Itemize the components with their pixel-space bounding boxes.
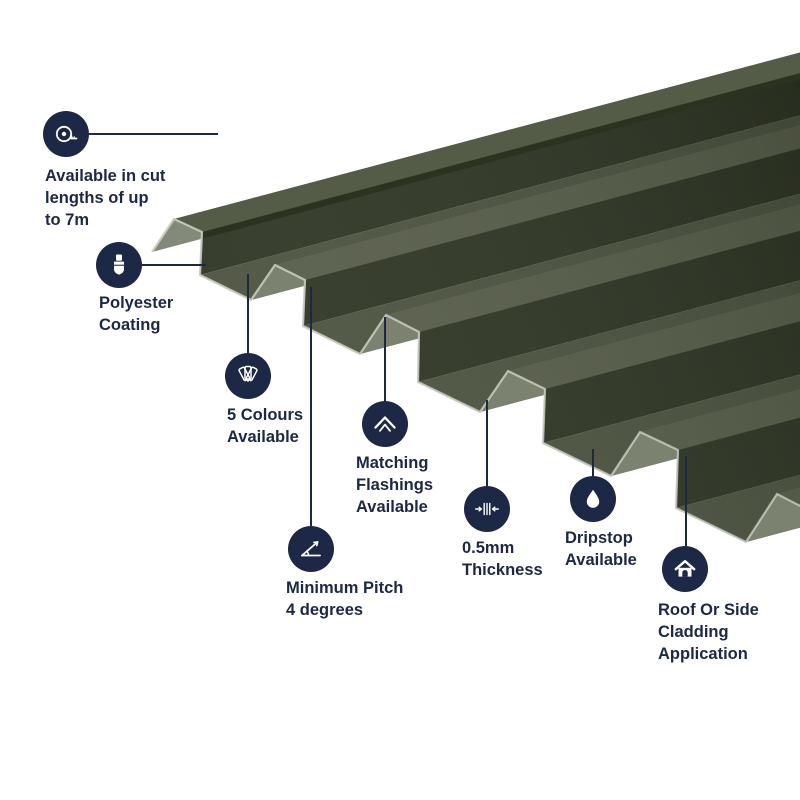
callout-label: Roof Or Side Cladding Application [658, 601, 759, 663]
colour-swatches-icon [238, 365, 258, 382]
callout-badge [570, 476, 616, 522]
callout-leader-line [486, 400, 488, 486]
callout-leader-line [247, 274, 249, 353]
droplet-icon [586, 489, 600, 508]
callout-label: Polyester Coating [99, 294, 174, 334]
callout-label: Matching Flashings Available [356, 454, 434, 516]
tape-measure-icon [55, 125, 78, 143]
flashing-icon [374, 416, 396, 432]
callout-label: Available in cut lengths of up to 7m [45, 167, 166, 229]
pitch-angle-icon [301, 541, 321, 557]
callout-label: 5 Colours Available [227, 406, 304, 446]
callout-leader-line [685, 456, 687, 546]
callout-label: 0.5mm Thickness [462, 539, 543, 579]
callout-badge [662, 546, 708, 592]
callout-leader-line [592, 449, 594, 476]
callout-badge [288, 526, 334, 572]
callout-badge [96, 242, 142, 288]
callout-badge [464, 486, 510, 532]
thickness-icon [475, 502, 499, 516]
callout-badge [225, 353, 271, 399]
house-icon [674, 560, 696, 577]
callout-leader-line [89, 133, 218, 135]
paintbrush-icon [114, 254, 124, 275]
callout-leader-line [310, 287, 312, 526]
callout-leader-line [142, 264, 206, 266]
callout-badge [362, 401, 408, 447]
callout-label: Minimum Pitch 4 degrees [286, 579, 404, 619]
callout-leader-line [384, 317, 386, 401]
callout-badge [43, 111, 89, 157]
callout-label: Dripstop Available [565, 529, 637, 569]
